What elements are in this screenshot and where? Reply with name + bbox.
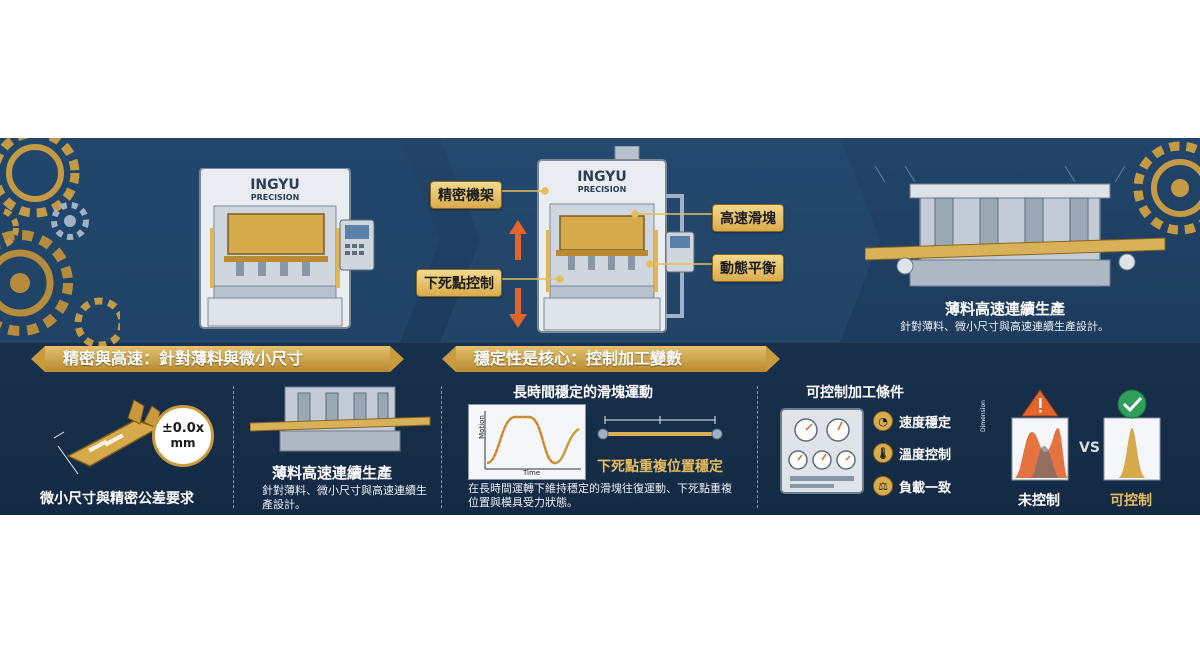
strip-panel-desc: 針對薄料、微小尺寸與高速連續生產設計。 (900, 320, 1109, 333)
divider-1 (233, 386, 234, 508)
uncontrolled-chart (1008, 388, 1072, 484)
callout-frame: 精密機架 (430, 181, 502, 209)
param-speed: ◔ 速度穩定 (873, 411, 951, 431)
param-load: ⚖ 負載一致 (873, 476, 951, 496)
controlled-chart (1100, 388, 1164, 484)
bdc-position-diagram (597, 416, 723, 440)
brand-logo-1: INGYU PRECISION (250, 177, 300, 203)
motion-title: 長時間穩定的滑塊運動 (513, 385, 653, 401)
banner-stability: 穩定性是核心：控制加工變數 (442, 346, 780, 372)
gear-right-icon (1133, 141, 1200, 235)
motion-x-axis: Time (523, 469, 541, 477)
vs-label: VS (1079, 440, 1100, 456)
infographic: INGYU PRECISION INGYU PRECISION 精密 (0, 138, 1200, 515)
press-machine-2 (537, 146, 695, 333)
compare-y-axis: Dimension (980, 400, 987, 432)
divider-3 (757, 386, 758, 508)
gauge-panel (780, 408, 864, 494)
param-temperature: 🌡 溫度控制 (873, 443, 951, 463)
progressive-die-small (250, 386, 431, 452)
progressive-die-large (865, 166, 1166, 287)
callout-leaders (502, 187, 712, 283)
controlled-label: 可控制 (1110, 493, 1152, 509)
bdc-label: 下死點重複位置穩定 (597, 459, 723, 475)
param-temperature-label: 溫度控制 (899, 447, 952, 463)
thermometer-icon: 🌡 (873, 443, 893, 463)
banner-precision-speed: 精密與高速：針對薄料與微小尺寸 (31, 346, 404, 372)
strip-small-title: 薄料高速連續生產 (272, 464, 393, 482)
callout-dynamic: 動態平衡 (712, 254, 784, 282)
load-weight-icon: ⚖ (873, 476, 893, 496)
callout-slide: 高速滑塊 (712, 204, 784, 232)
tolerance-badge: ±0.0x mm (152, 405, 214, 467)
part-caption: 微小尺寸與精密公差要求 (40, 491, 194, 507)
gear-cluster-icon (0, 138, 120, 348)
brand-logo-2: INGYU PRECISION (577, 169, 627, 195)
strip-panel-title: 薄料高速連續生產 (945, 300, 1066, 318)
motion-y-axis: Motion (477, 415, 486, 439)
vertical-motion-arrows-icon (509, 220, 527, 328)
press-machine-1 (199, 168, 375, 329)
motion-chart: Motion Time (468, 404, 586, 480)
micro-part-drawing (53, 399, 161, 475)
uncontrolled-label: 未控制 (1018, 493, 1060, 509)
param-load-label: 負載一致 (899, 480, 952, 496)
callout-bdc: 下死點控制 (416, 269, 502, 297)
divider-2 (441, 386, 442, 508)
strip-small-desc: 針對薄料、微小尺寸與高速連續生產設計。 (262, 484, 427, 511)
motion-desc: 在長時間運轉下維持穩定的滑塊往復運動、下死點重複位置與模具受力狀態。 (468, 482, 732, 509)
speed-gauge-icon: ◔ (873, 411, 893, 431)
control-title: 可控制加工條件 (806, 385, 904, 401)
param-speed-label: 速度穩定 (899, 415, 952, 431)
